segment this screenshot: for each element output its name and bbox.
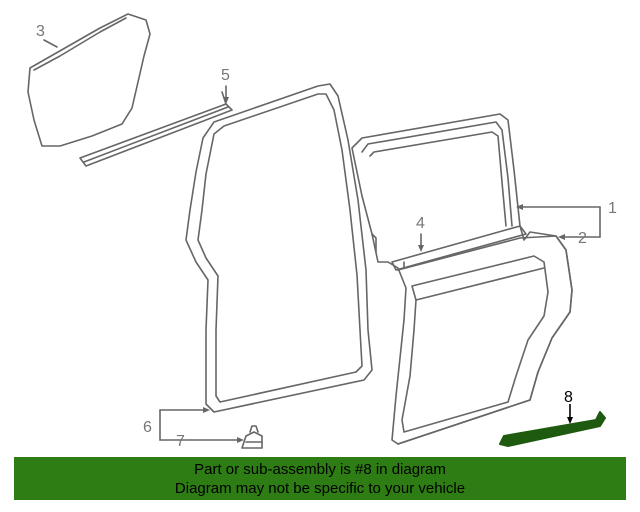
callout-6: 6 (143, 419, 152, 436)
rear-door-shell-part-1 (351, 113, 573, 445)
outer-door-panel-part-2 (397, 235, 573, 445)
callout-3: 3 (36, 23, 45, 40)
callout-7: 7 (176, 433, 185, 450)
clip-part-7 (241, 425, 263, 449)
parts-diagram: 3 5 1 2 4 6 7 8 (27, 13, 617, 450)
callout-5: 5 (221, 67, 230, 84)
callout-8: 8 (564, 389, 573, 406)
lower-molding-part-8 (499, 404, 606, 447)
belt-channel-part-4 (391, 225, 527, 271)
callout-1: 1 (608, 200, 617, 217)
door-panel-cover-part-3 (27, 13, 151, 147)
leader-arrowheads (203, 97, 565, 443)
door-weatherstrip-part-6 (185, 83, 373, 413)
banner-line-2: Diagram may not be specific to your vehi… (174, 480, 466, 497)
leader-lines (43, 39, 601, 441)
banner-line-1: Part or sub-assembly is #8 in diagram (194, 461, 446, 478)
callout-4: 4 (416, 215, 425, 232)
callout-2: 2 (578, 230, 587, 247)
vehicle-fit-banner: Part or sub-assembly is #8 in diagram Di… (14, 457, 626, 500)
